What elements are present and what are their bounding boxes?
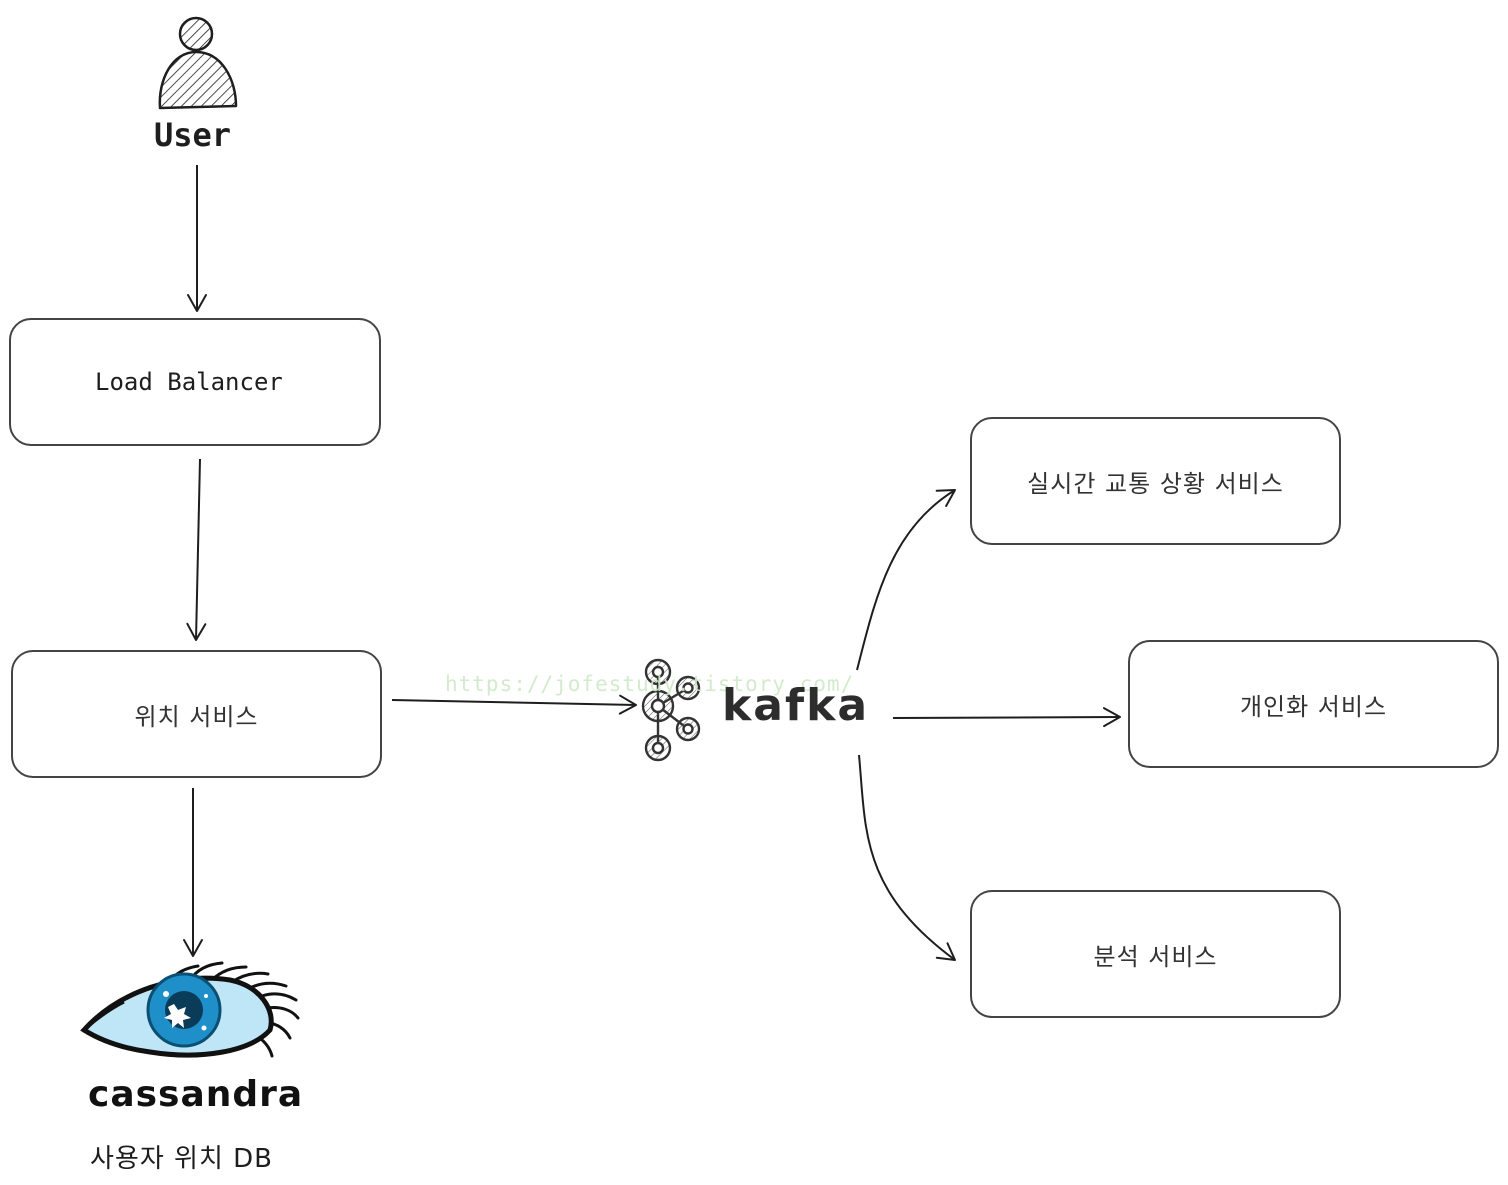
user-label: User <box>154 116 232 154</box>
arrow-load-balancer-to-location-service <box>186 458 207 641</box>
cassandra-eye-icon <box>80 961 300 1058</box>
realtime-traffic-service-node[interactable]: 실시간 교통 상황 서비스 <box>970 417 1341 545</box>
arrow-kafka-to-personalization <box>892 707 1121 728</box>
arrow-kafka-to-analytics <box>858 754 956 961</box>
user-location-db-label: 사용자 위치 DB <box>90 1144 273 1174</box>
personalization-service-node[interactable]: 개인화 서비스 <box>1128 640 1499 768</box>
cassandra-label: cassandra <box>88 1074 304 1115</box>
location-service-node[interactable]: 위치 서비스 <box>11 650 382 778</box>
user-icon <box>158 16 238 110</box>
arrow-kafka-to-realtime-traffic <box>856 489 956 671</box>
analytics-service-label: 분석 서비스 <box>1093 942 1218 971</box>
arrow-location-service-to-kafka <box>391 694 637 715</box>
location-service-label: 위치 서비스 <box>134 702 259 731</box>
kafka-label: kafka <box>722 680 870 731</box>
load-balancer-node[interactable]: Load Balancer <box>9 318 381 446</box>
realtime-traffic-service-label: 실시간 교통 상황 서비스 <box>1027 469 1284 498</box>
kafka-icon <box>641 658 701 762</box>
personalization-service-label: 개인화 서비스 <box>1239 692 1388 721</box>
watermark: https://jofestudy.tistory.com/ <box>445 672 855 696</box>
load-balancer-label: Load Balancer <box>95 368 283 396</box>
analytics-service-node[interactable]: 분석 서비스 <box>970 890 1341 1018</box>
